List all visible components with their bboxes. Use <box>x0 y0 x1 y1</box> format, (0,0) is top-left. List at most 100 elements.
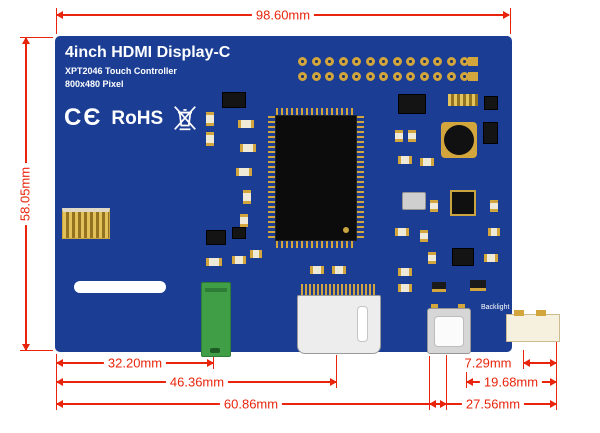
smd-component <box>408 130 416 142</box>
dim-label-hdmi-offset: 46.36mm <box>165 374 229 390</box>
solder-pad <box>460 57 469 66</box>
solder-pad <box>392 57 402 66</box>
fpc-connector <box>62 208 110 239</box>
metal-component <box>402 192 426 210</box>
smd-component <box>428 252 436 264</box>
transistor <box>432 282 446 292</box>
smd-component <box>236 168 252 176</box>
solder-pad <box>460 72 469 81</box>
solder-pad <box>433 57 442 66</box>
smd-component <box>232 256 246 264</box>
mounting-slot <box>74 281 166 293</box>
extension-line <box>20 37 53 38</box>
smd-component <box>395 130 403 142</box>
hdmi-pins <box>301 284 375 297</box>
ic-chip <box>484 96 498 110</box>
smd-component <box>395 228 409 236</box>
solder-pad <box>379 72 388 81</box>
solder-pad <box>419 72 429 81</box>
smd-component <box>332 266 346 274</box>
extension-line <box>429 356 430 410</box>
dim-label-audio-offset: 32.20mm <box>103 355 167 371</box>
extension-line <box>20 350 53 351</box>
backlight-label: Backlight <box>481 304 510 311</box>
solder-pad <box>352 57 361 66</box>
dim-label-board-width: 98.60mm <box>251 7 315 23</box>
solder-pad <box>338 72 348 81</box>
solder-pad <box>419 57 429 66</box>
gold-pad <box>458 304 465 310</box>
ic-chip <box>483 122 498 144</box>
dim-label-backlight-width: 7.29mm <box>460 355 516 371</box>
solder-pad <box>406 57 415 66</box>
solder-pad <box>392 72 402 81</box>
solder-pad <box>338 57 348 66</box>
inductor <box>441 122 477 158</box>
extension-line <box>510 8 511 34</box>
audio-jack-connector <box>201 282 231 357</box>
solder-pad <box>352 72 361 81</box>
smd-component <box>238 120 254 128</box>
solder-pad <box>379 57 388 66</box>
ic-chip <box>222 92 246 108</box>
gold-pad <box>431 304 438 310</box>
smd-component <box>206 258 222 266</box>
smd-component <box>243 190 251 204</box>
smd-component <box>206 112 214 126</box>
smd-component <box>430 200 438 212</box>
dim-label-usb-offset: 60.86mm <box>219 396 283 412</box>
rohs-mark: RoHS <box>111 107 164 129</box>
smd-component <box>420 230 428 242</box>
smd-component <box>250 250 262 258</box>
smd-component <box>240 214 248 227</box>
solder-pad <box>446 72 456 81</box>
weee-icon <box>174 106 197 131</box>
solder-pad <box>311 57 321 66</box>
smd-component <box>310 266 324 274</box>
solder-pad <box>325 57 334 66</box>
smd-component <box>490 200 498 212</box>
extension-line <box>56 8 57 34</box>
solder-pad <box>325 72 334 81</box>
solder-pad <box>406 72 415 81</box>
solder-pad <box>311 72 321 81</box>
smd-component <box>488 228 500 236</box>
extension-line <box>336 355 337 388</box>
smd-component <box>206 132 214 146</box>
transistor <box>470 280 486 291</box>
board-title: 4inch HDMI Display-C <box>65 44 231 61</box>
smd-component <box>484 254 498 262</box>
ic-pin1-dot <box>343 227 349 233</box>
smd-component <box>398 284 412 292</box>
smd-component <box>398 268 412 276</box>
hdmi-connector <box>297 295 381 354</box>
ic-chip <box>452 248 474 266</box>
certification-marks: CЄ RoHS <box>64 104 198 132</box>
board-subtitle-controller: XPT2046 Touch Controller <box>65 66 177 76</box>
ic-chip <box>398 94 426 114</box>
extension-line <box>556 342 557 410</box>
board-subtitle-resolution: 800x480 Pixel <box>65 79 124 89</box>
gold-pad <box>468 72 478 81</box>
extension-line <box>446 355 447 410</box>
dim-label-board-height: 58.05mm <box>17 162 33 226</box>
smd-component <box>398 156 412 164</box>
ic-chip <box>206 230 226 245</box>
dim-label-backlight-offset-a: 19.68mm <box>479 374 543 390</box>
ic-chip <box>232 227 246 239</box>
solder-pad <box>298 57 307 66</box>
solder-pad <box>446 57 456 66</box>
backlight-connector <box>506 310 560 342</box>
smd-component <box>240 144 256 152</box>
main-ic-chip <box>268 108 364 248</box>
gold-header <box>448 94 478 106</box>
dim-line-backlight-width <box>523 359 557 367</box>
solder-pad <box>298 72 307 81</box>
gold-pad <box>468 57 478 66</box>
dim-label-backlight-offset-b: 27.56mm <box>461 396 525 412</box>
solder-pad <box>365 72 375 81</box>
ce-mark: CЄ <box>64 104 103 131</box>
